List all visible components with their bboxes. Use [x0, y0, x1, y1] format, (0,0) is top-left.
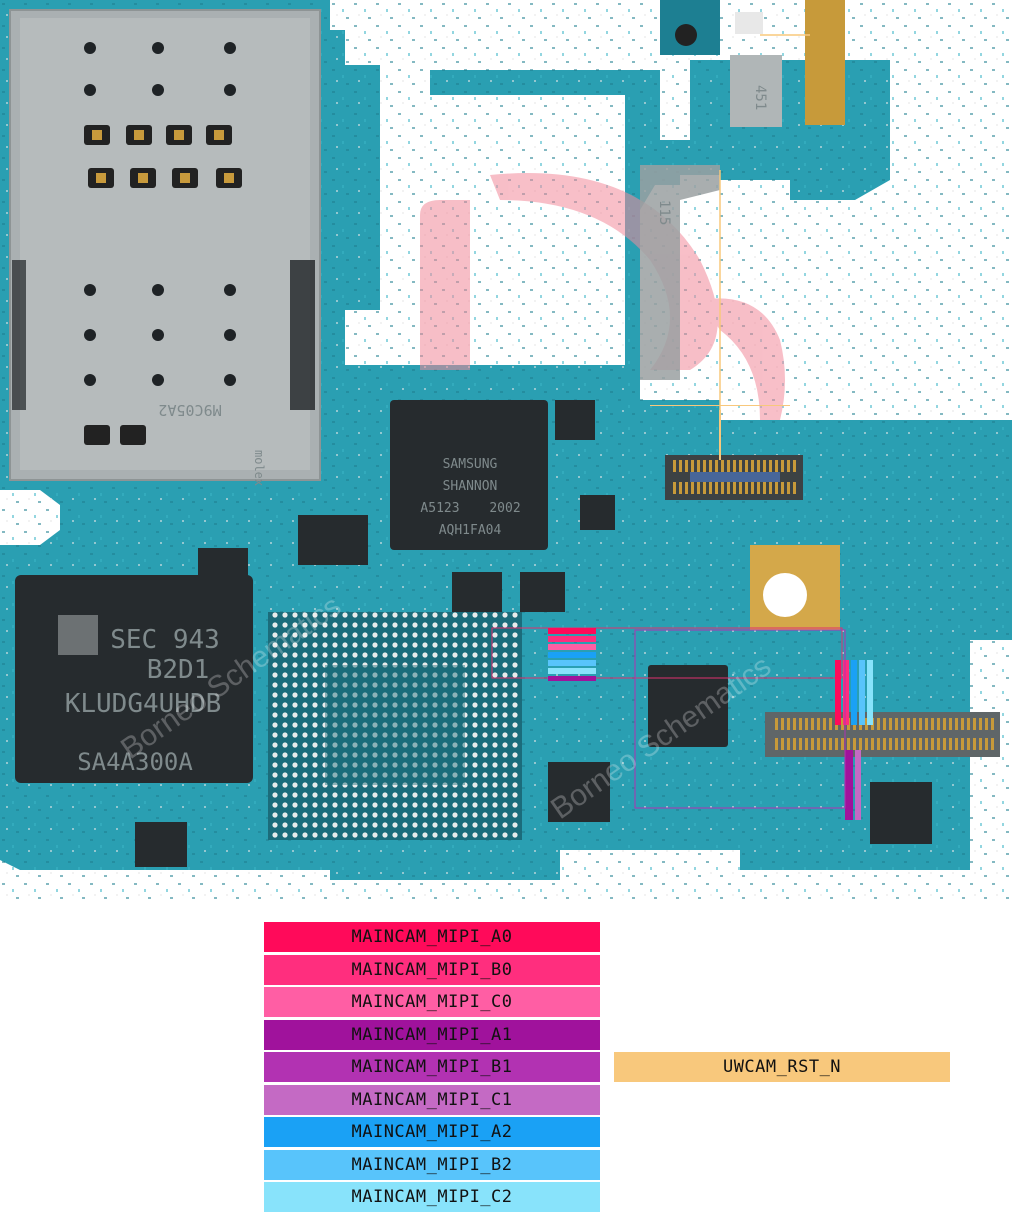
legend-item: MAINCAM_MIPI_C1	[264, 1084, 600, 1115]
legend-item-uwcam: UWCAM_RST_N	[614, 1052, 950, 1082]
sim-tray-brand: molex	[252, 450, 266, 486]
legend-item: MAINCAM_MIPI_A0	[264, 922, 600, 952]
pcb-board-image: M9C05A2 molex 451 115 SAMSUNG SHANNON A5…	[0, 0, 1012, 900]
storage-line4: SA4A300A	[77, 748, 193, 776]
legend-item: MAINCAM_MIPI_A1	[264, 1019, 600, 1050]
legend-item: MAINCAM_MIPI_B0	[264, 954, 600, 985]
legend-item: MAINCAM_MIPI_A2	[264, 1117, 600, 1147]
modem-line3: A5123	[420, 501, 459, 516]
legend-item: MAINCAM_MIPI_C2	[264, 1182, 600, 1212]
misc-chips	[135, 400, 932, 867]
storage-chip: SEC 943 B2D1 KLUDG4UHDB SA4A300A	[15, 575, 253, 783]
uwcam-connector	[665, 455, 803, 500]
storage-line1: SEC 943	[110, 625, 220, 655]
mounting-pad	[750, 545, 840, 630]
sim-tray: M9C05A2 molex	[9, 9, 321, 486]
cpu-bga-pads	[268, 612, 522, 840]
legend-item: MAINCAM_MIPI_C0	[264, 987, 600, 1017]
module-label: 451	[752, 85, 768, 110]
legend-item: MAINCAM_MIPI_B1	[264, 1052, 600, 1082]
legend-item: MAINCAM_MIPI_B2	[264, 1149, 600, 1180]
top-camera-connector: 451	[660, 0, 845, 127]
main-camera-connector	[765, 712, 1000, 757]
sim-tray-marking: M9C05A2	[158, 401, 221, 419]
storage-line3: KLUDG4UHDB	[65, 689, 222, 719]
modem-chip: SAMSUNG SHANNON A5123 2002 AQH1FA04	[390, 400, 548, 550]
modem-line5: AQH1FA04	[439, 523, 502, 538]
modem-line4: 2002	[489, 501, 520, 516]
flex-strip: 115	[640, 165, 720, 380]
modem-line1: SAMSUNG	[443, 457, 498, 472]
flex-label: 115	[656, 200, 672, 225]
modem-line2: SHANNON	[443, 479, 498, 494]
storage-line2: B2D1	[147, 655, 210, 685]
mipi-trace-highlights	[491, 34, 873, 820]
